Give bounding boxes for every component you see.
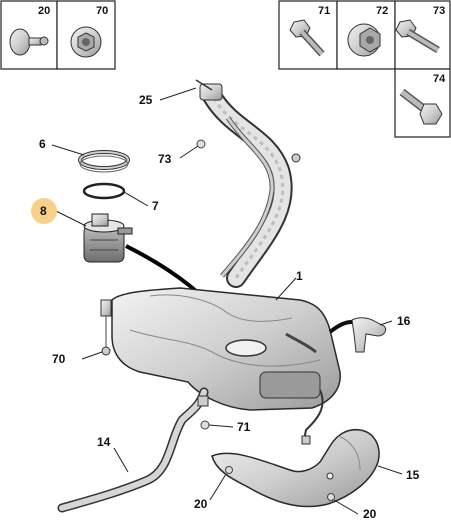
callout-8[interactable]: 8 <box>31 198 57 224</box>
svg-text:14: 14 <box>97 435 111 449</box>
callout-71[interactable]: 71 <box>237 420 251 434</box>
fuel-tank[interactable] <box>111 287 341 445</box>
highlight-badge <box>31 198 57 224</box>
inset-label: 74 <box>433 73 446 85</box>
rivet-20-icon <box>225 466 233 474</box>
bolt-icon <box>395 19 440 54</box>
callout-73[interactable]: 73 <box>158 152 172 166</box>
svg-text:8: 8 <box>40 204 47 218</box>
inset-box-74[interactable]: 74 <box>394 68 451 138</box>
rivet-20-icon <box>327 493 335 501</box>
flange-nut-icon <box>70 26 102 58</box>
svg-text:15: 15 <box>406 468 420 482</box>
nut-70-icon <box>100 299 112 356</box>
bolt-71-icon <box>200 420 210 430</box>
svg-text:1: 1 <box>296 269 303 283</box>
callout-70[interactable]: 70 <box>52 352 66 366</box>
pump-opening <box>225 339 267 357</box>
leader-lines <box>51 87 403 515</box>
callout-16[interactable]: 16 <box>397 314 411 328</box>
svg-text:6: 6 <box>39 137 46 151</box>
bracket[interactable] <box>328 317 387 353</box>
screw-73-icon <box>196 139 206 149</box>
callout-7[interactable]: 7 <box>152 199 159 213</box>
svg-text:16: 16 <box>397 314 411 328</box>
filler-neck-pipe[interactable] <box>195 79 301 288</box>
svg-text:71: 71 <box>237 420 251 434</box>
seal-ring[interactable] <box>82 182 126 200</box>
callout-25[interactable]: 25 <box>139 93 153 107</box>
svg-text:20: 20 <box>363 507 377 521</box>
callout-20-left[interactable]: 20 <box>194 497 208 511</box>
svg-text:25: 25 <box>139 93 153 107</box>
callout-6[interactable]: 6 <box>39 137 46 151</box>
locking-ring[interactable] <box>78 150 130 173</box>
inset-label: 73 <box>433 5 445 17</box>
svg-text:70: 70 <box>52 352 66 366</box>
push-rivet-icon <box>9 28 49 56</box>
callout-1[interactable]: 1 <box>296 269 303 283</box>
flange-nut-icon <box>347 23 381 57</box>
inset-label: 71 <box>318 5 330 17</box>
inset-box-73[interactable]: 73 <box>394 0 451 70</box>
inset-label: 72 <box>376 5 388 17</box>
inset-box-70[interactable]: 70 <box>56 0 116 70</box>
inset-label: 70 <box>96 5 108 17</box>
inset-box-20[interactable]: 20 <box>0 0 58 70</box>
svg-text:20: 20 <box>194 497 208 511</box>
heat-shield[interactable] <box>211 428 380 508</box>
inset-box-72[interactable]: 72 <box>336 0 396 70</box>
bolt-icon <box>399 88 443 125</box>
filler-cap-icon <box>199 83 223 101</box>
svg-text:73: 73 <box>158 152 172 166</box>
callout-14[interactable]: 14 <box>97 435 111 449</box>
tank-strap[interactable] <box>57 387 210 513</box>
svg-text:7: 7 <box>152 199 159 213</box>
bolt-icon <box>289 19 325 57</box>
inset-box-71[interactable]: 71 <box>278 0 338 70</box>
inset-label: 20 <box>38 5 50 17</box>
fuel-pump-module[interactable] <box>83 213 133 263</box>
callout-20-right[interactable]: 20 <box>363 507 377 521</box>
callout-15[interactable]: 15 <box>406 468 420 482</box>
